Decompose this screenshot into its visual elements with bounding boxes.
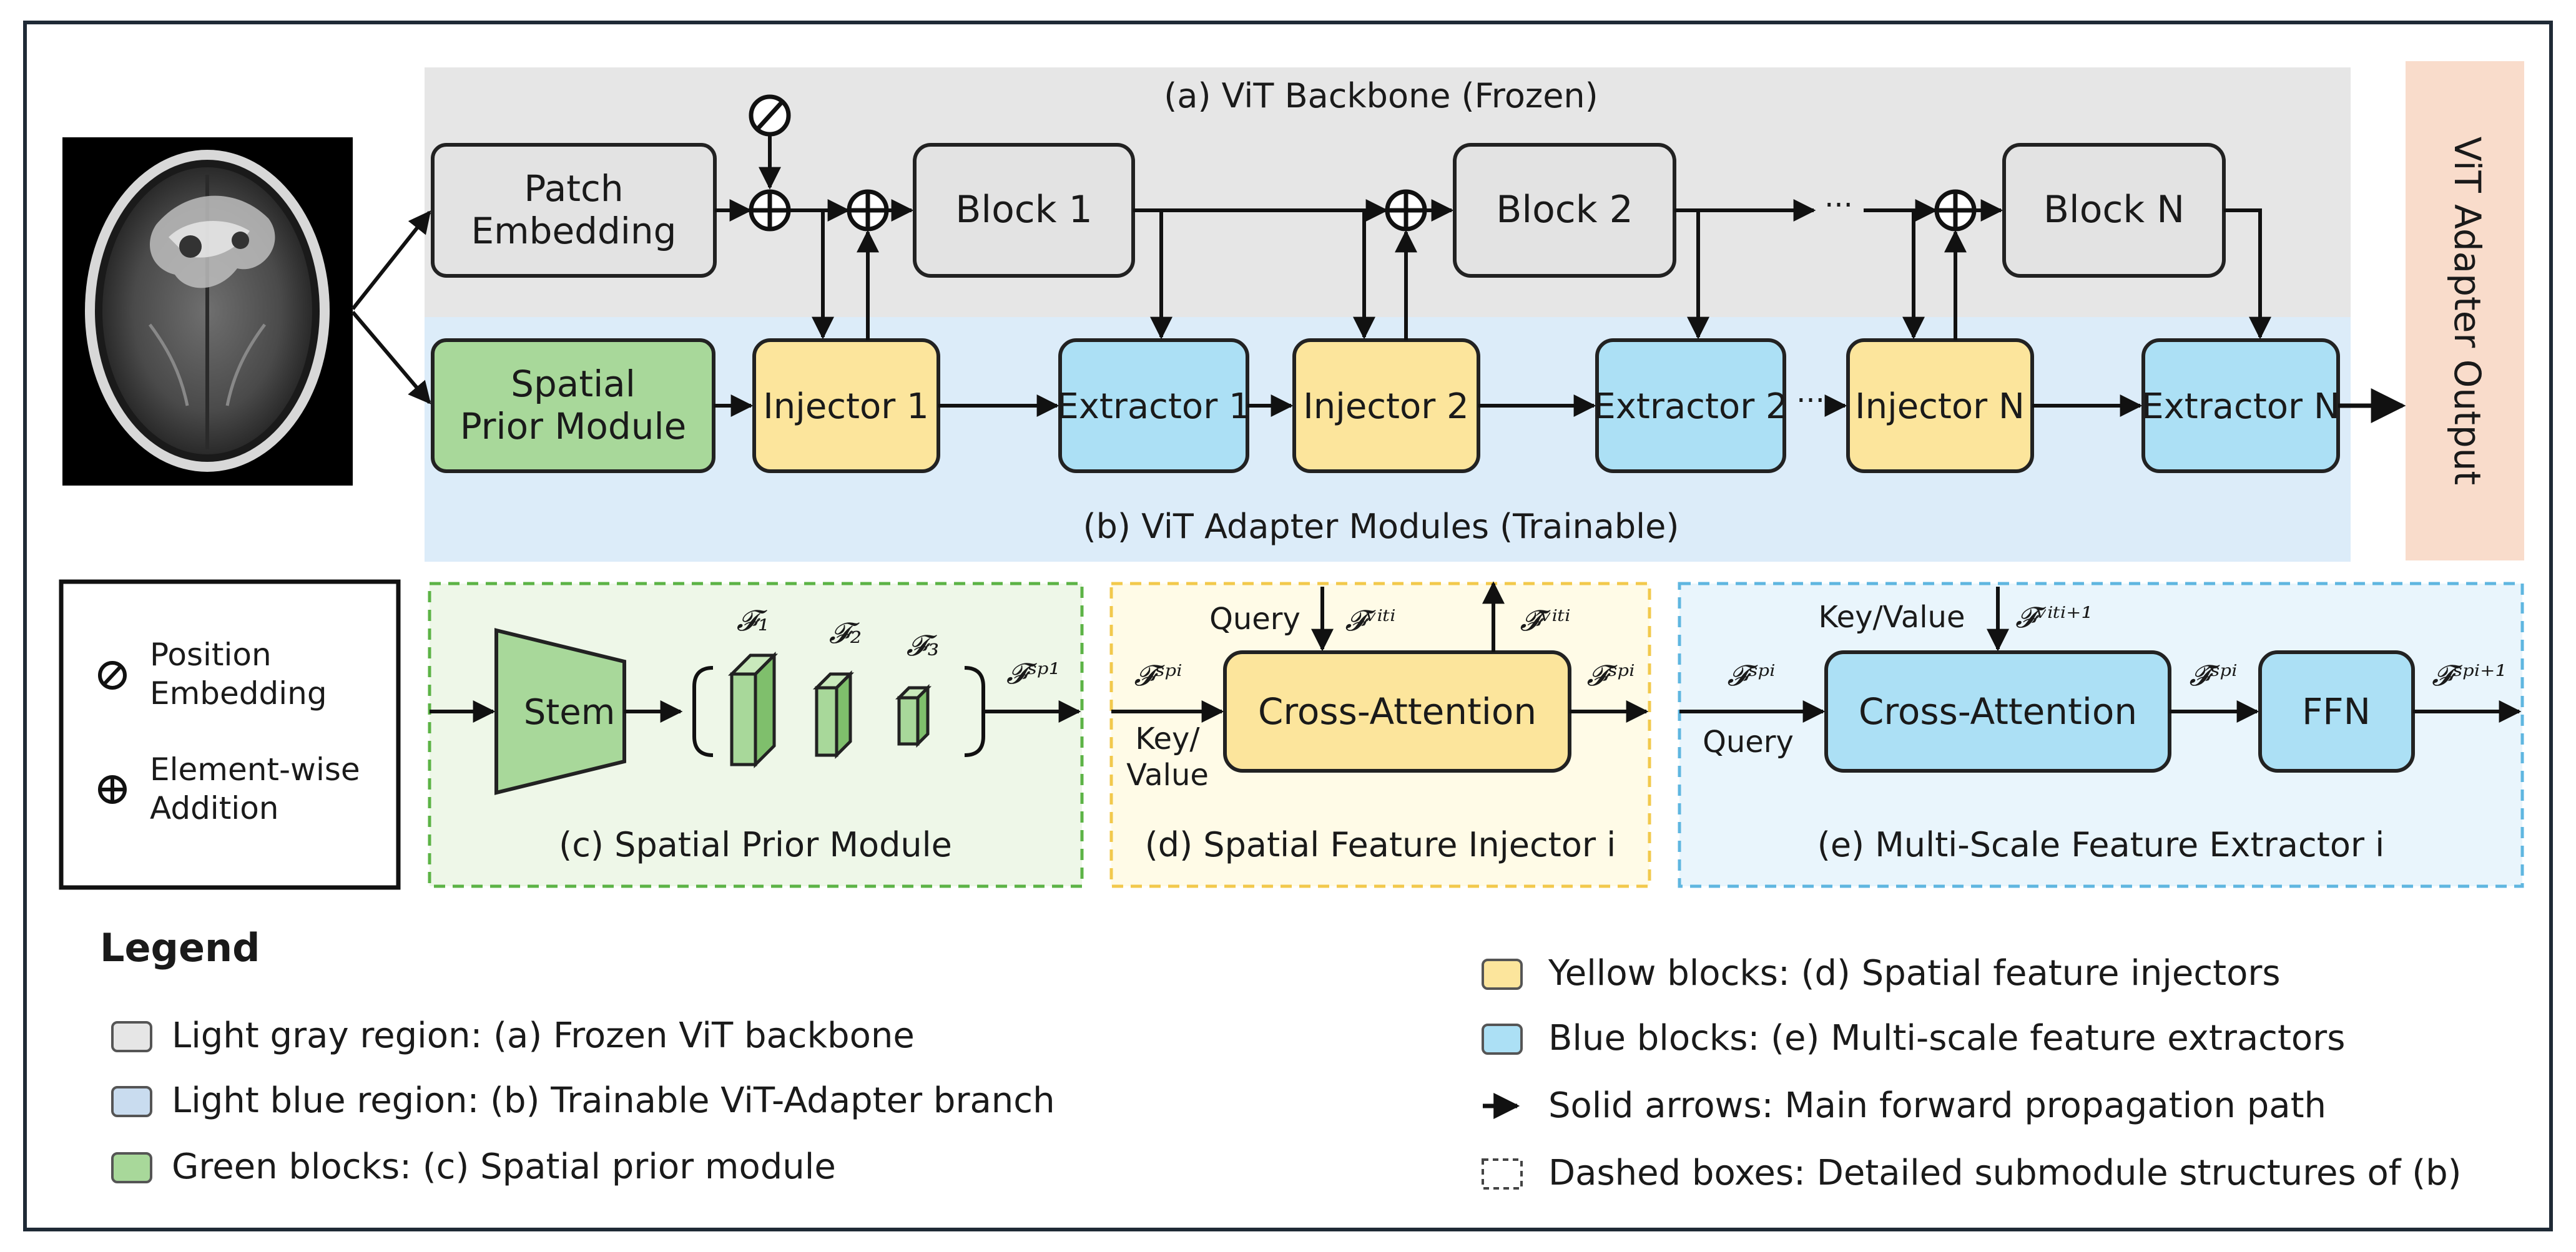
addition-key-icon: [98, 775, 127, 804]
output-region: ViT Adapter Output: [2406, 61, 2524, 560]
arrow-blockN-to-extractorN: [2224, 208, 2271, 340]
injector-detail-title: (d) Spatial Feature Injector i: [1145, 825, 1616, 864]
block-2: Block 2: [1453, 143, 1676, 278]
f3-label: 𝓕₃: [907, 628, 939, 662]
spatial-prior-module-block: Spatial Prior Module: [431, 338, 715, 473]
injector-cross-attention-block: Cross-Attention: [1223, 650, 1571, 773]
extractor-detail-title: (e) Multi-Scale Feature Extractor i: [1817, 825, 2384, 864]
left-bracket: [692, 666, 714, 757]
injector-keyvalue-label-1: Key/: [1135, 721, 1200, 756]
spm-label-1: Spatial: [511, 363, 636, 405]
extractor-1-label: Extractor 1: [1056, 386, 1251, 427]
injector-2-label: Injector 2: [1303, 386, 1468, 427]
injector-fsp-in-label: 𝓕ˢᵖⁱ: [1134, 658, 1182, 692]
legend-swatch-gray: [111, 1021, 152, 1052]
extractor-2-block: Extractor 2: [1593, 338, 1788, 473]
feature-map-f3: [895, 683, 932, 748]
elem-add-key-label-2: Addition: [150, 790, 278, 826]
legend-swatch-light-blue: [111, 1086, 152, 1117]
ffn-label: FFN: [2302, 690, 2371, 733]
addition-icon-n: [1934, 189, 1977, 232]
output-label: ViT Adapter Output: [2446, 137, 2489, 485]
backbone-region-title: (a) ViT Backbone (Frozen): [1164, 76, 1598, 115]
pos-embed-key-label-2: Embedding: [150, 675, 327, 712]
injector-n-label: Injector N: [1855, 386, 2025, 427]
position-embedding-icon: [749, 94, 791, 137]
stem-block: Stem: [494, 628, 626, 795]
extractor-cross-attention-label: Cross-Attention: [1859, 690, 2137, 733]
injector-fsp-out-label: 𝓕ˢᵖⁱ: [1586, 658, 1635, 692]
injector-1-block: Injector 1: [752, 338, 940, 473]
addition-icon-3: [1385, 189, 1427, 232]
block-1-label: Block 1: [955, 188, 1093, 232]
injector-n-block: Injector N: [1846, 338, 2034, 473]
feature-map-f1: [727, 651, 779, 769]
extractor-2-label: Extractor 2: [1593, 386, 1787, 427]
pos-embed-key-label-1: Position: [150, 637, 272, 673]
block-n: Block N: [2002, 143, 2226, 278]
symbol-key-box: Position Embedding Element-wise Addition: [59, 579, 401, 890]
feature-map-f2: [812, 670, 855, 760]
block-n-label: Block N: [2043, 188, 2185, 232]
extractor-fsp-in-label: 𝓕ˢᵖⁱ: [1727, 658, 1775, 692]
legend-item-blue: Blue blocks: (e) Multi-scale feature ext…: [1548, 1018, 2345, 1059]
arrow-image-to-patch: [351, 210, 431, 310]
extractor-query-label: Query: [1703, 725, 1794, 760]
spm-detail-panel: Stem 𝓕₁ 𝓕₂ 𝓕₃ 𝓕ˢᵖ¹ (c) Spatial Prior M: [428, 582, 1084, 888]
injector-detail-panel: Cross-Attention 𝓕ˢᵖⁱ Key/ Value Query 𝓕ᵛ…: [1109, 581, 1651, 888]
spm-detail-title: (c) Spatial Prior Module: [559, 825, 952, 864]
ffn-block: FFN: [2258, 650, 2415, 773]
legend-swatch-blue: [1482, 1024, 1523, 1055]
injector-keyvalue-label-2: Value: [1126, 758, 1209, 793]
addition-icon-1: [749, 189, 791, 232]
spm-output-label: 𝓕ˢᵖ¹: [1006, 657, 1060, 690]
extractor-keyvalue-label: Key/Value: [1818, 600, 1965, 635]
patch-embedding-label-2: Embedding: [471, 210, 677, 252]
injector-query-label: Query: [1209, 602, 1300, 637]
legend-swatch-yellow: [1482, 959, 1523, 990]
injector-cross-attention-label: Cross-Attention: [1258, 690, 1536, 733]
elem-add-key-label-1: Element-wise: [150, 751, 360, 788]
injector-2-block: Injector 2: [1292, 338, 1480, 473]
injector-1-label: Injector 1: [763, 386, 928, 427]
legend: Legend Light gray region: (a) Frozen ViT…: [100, 925, 2461, 1193]
adapter-ellipsis: ···: [1796, 383, 1825, 418]
extractor-detail-panel: Cross-Attention 𝓕ˢᵖⁱ Query Key/Value 𝓕ᵛⁱ…: [1678, 582, 2524, 888]
extractor-fsp-next-label: 𝓕ˢᵖⁱ⁺¹: [2432, 658, 2507, 692]
legend-item-yellow: Yellow blocks: (d) Spatial feature injec…: [1548, 953, 2281, 994]
legend-dashed-box-icon: [1482, 1158, 1523, 1190]
legend-item-light-blue: Light blue region: (b) Trainable ViT-Ada…: [172, 1080, 1055, 1121]
brain-mri-image: [62, 137, 353, 486]
extractor-1-block: Extractor 1: [1056, 338, 1251, 473]
legend-item-dashed: Dashed boxes: Detailed submodule structu…: [1548, 1153, 2461, 1193]
backbone-ellipsis: ···: [1824, 188, 1853, 223]
f1-label: 𝓕₁: [737, 604, 769, 637]
f2-label: 𝓕₂: [829, 616, 862, 650]
patch-embedding-label-1: Patch: [524, 167, 623, 210]
block-1: Block 1: [913, 143, 1135, 278]
extractor-cross-attention-block: Cross-Attention: [1824, 650, 2171, 773]
legend-item-green: Green blocks: (c) Spatial prior module: [172, 1147, 836, 1187]
extractor-fvit-next-label: 𝓕ᵛⁱᵗⁱ⁺¹: [2015, 600, 2093, 634]
addition-icon-2: [847, 189, 889, 232]
legend-item-gray: Light gray region: (a) Frozen ViT backbo…: [172, 1015, 915, 1056]
adapter-region-title: (b) ViT Adapter Modules (Trainable): [1083, 507, 1679, 546]
block-2-label: Block 2: [1496, 188, 1633, 232]
legend-swatch-green: [111, 1152, 152, 1183]
legend-item-arrow: Solid arrows: Main forward propagation p…: [1548, 1085, 2326, 1126]
injector-fvit-hat-label: 𝓕̂ᵛⁱᵗⁱ: [1520, 604, 1571, 637]
stem-label: Stem: [524, 692, 616, 733]
patch-embedding-block: Patch Embedding: [431, 143, 717, 278]
position-embedding-key-icon: [98, 661, 127, 690]
extractor-n-block: Extractor N: [2141, 338, 2340, 473]
extractor-n-label: Extractor N: [2141, 386, 2340, 427]
spm-label-2: Prior Module: [460, 405, 687, 447]
injector-fvit-label: 𝓕ᵛⁱᵗⁱ: [1345, 604, 1396, 637]
extractor-fsp-hat-label: 𝓕̂ˢᵖⁱ: [2189, 658, 2237, 692]
arrow-image-to-spm: [351, 311, 431, 404]
legend-title: Legend: [100, 925, 260, 971]
